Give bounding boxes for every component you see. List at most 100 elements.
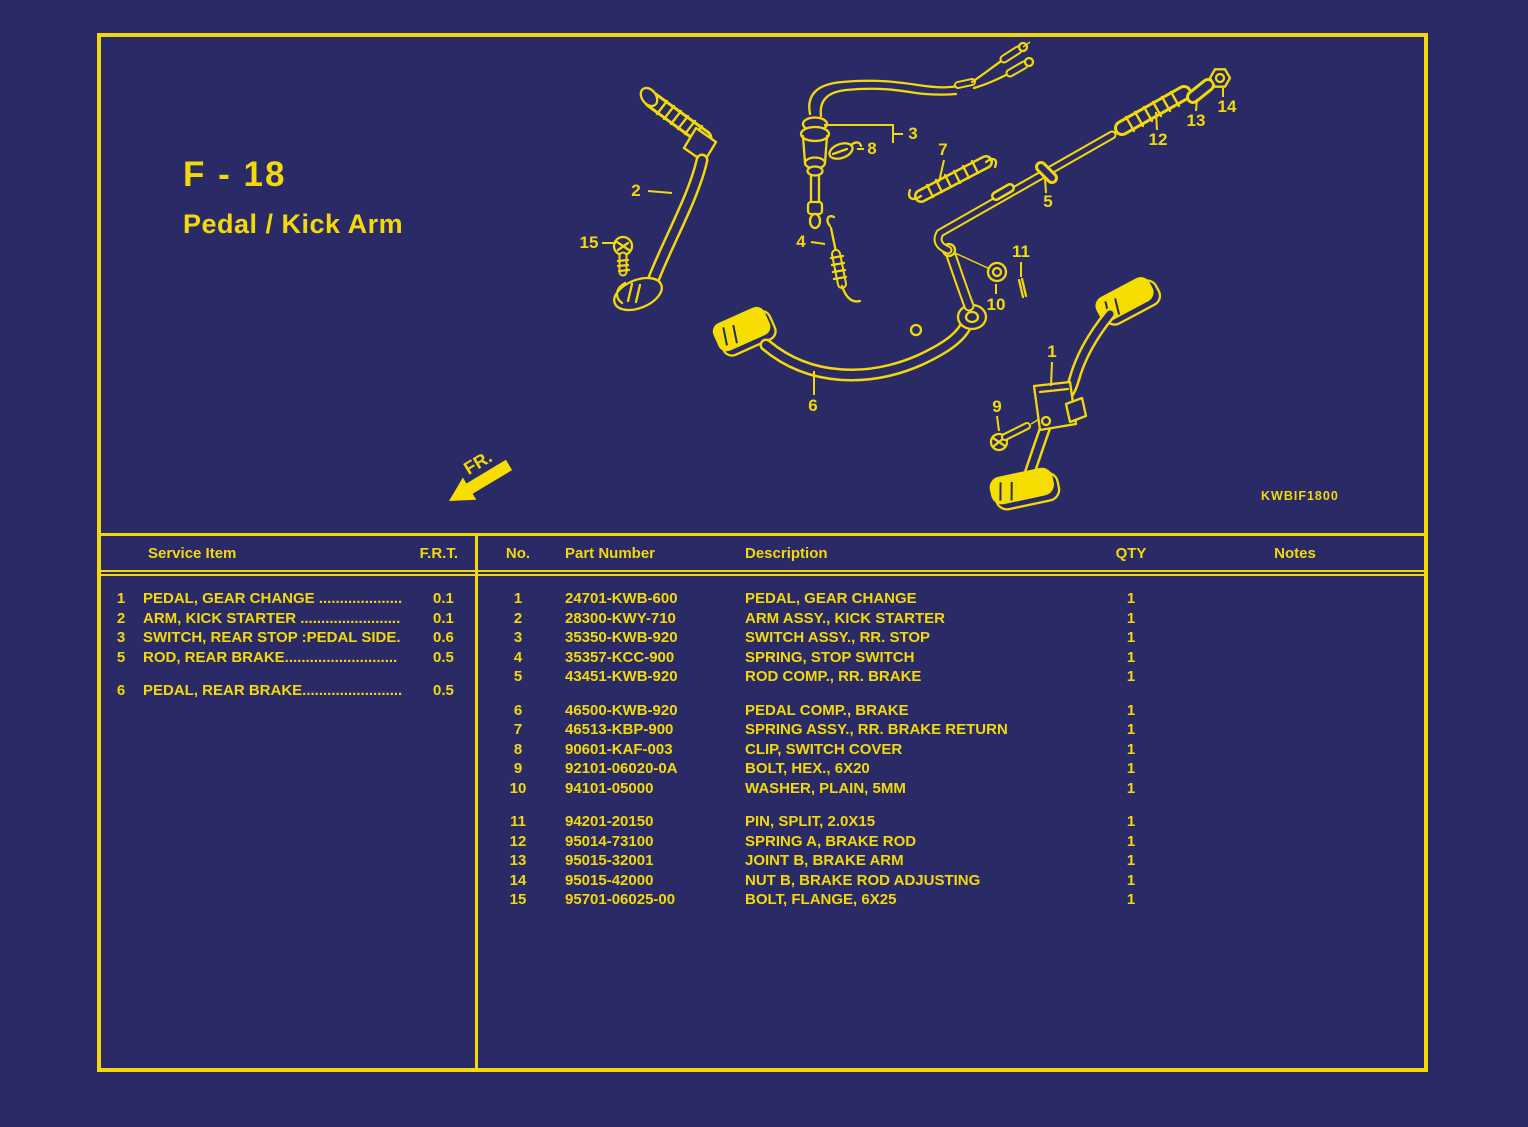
service-row-number: 3	[116, 629, 126, 646]
parts-row-qty: 1	[1126, 813, 1136, 830]
parts-row-part-number: 95701-06025-00	[565, 891, 676, 908]
parts-row-notes	[1187, 890, 1403, 910]
parts-row-number: 1	[513, 590, 523, 607]
part-callout-9: 9	[992, 397, 1002, 416]
parts-row-notes	[1187, 779, 1403, 799]
no-header: No.	[505, 544, 531, 562]
part-callout-10: 10	[986, 295, 1006, 314]
parts-row-qty: 1	[1126, 609, 1136, 627]
parts-row-description: CLIP, SWITCH COVER	[745, 740, 903, 758]
parts-row-part-number: 46513-KBP-900	[565, 721, 674, 738]
parts-row-notes	[1187, 740, 1403, 760]
parts-row-qty: 1	[1126, 648, 1136, 666]
parts-row-qty: 1	[1126, 871, 1136, 889]
parts-row-notes	[1187, 589, 1403, 609]
service-table-row: 2 ARM, KICK STARTER .....................…	[101, 609, 475, 629]
page-frame: F - 18 Pedal / Kick Arm KWBIF1800	[97, 33, 1428, 1072]
parts-row-part-number: 95015-42000	[565, 871, 654, 889]
parts-row-number: 5	[513, 668, 523, 685]
service-row-frt: 0.1	[433, 590, 454, 607]
parts-table-row: 15 95701-06025-00 BOLT, FLANGE, 6X25 1	[478, 890, 1424, 910]
parts-row-number: 8	[513, 740, 523, 758]
parts-row-part-number: 94101-05000	[565, 779, 654, 797]
service-row-item: ARM, KICK STARTER ......................…	[143, 609, 401, 627]
parts-row-qty: 1	[1126, 590, 1136, 607]
parts-row-description: JOINT B, BRAKE ARM	[745, 852, 904, 869]
service-item-header: Service Item	[148, 544, 237, 562]
part-callout-11: 11	[1012, 242, 1030, 261]
part-callout-6: 6	[808, 396, 818, 415]
parts-row-description: ROD COMP., RR. BRAKE	[745, 668, 922, 685]
parts-row-notes	[1187, 648, 1403, 668]
parts-row-qty: 1	[1126, 721, 1136, 738]
page-title: Pedal / Kick Arm	[183, 209, 404, 239]
parts-table-row: 14 95015-42000 NUT B, BRAKE ROD ADJUSTING 1	[478, 871, 1424, 891]
page-code: F - 18	[183, 155, 287, 194]
service-row-frt: 0.6	[433, 629, 454, 646]
parts-row-part-number: 24701-KWB-600	[565, 590, 678, 607]
title-block: F - 18 Pedal / Kick Arm	[183, 155, 403, 240]
parts-row-description: BOLT, FLANGE, 6X25	[745, 891, 897, 908]
part-callout-4: 4	[796, 232, 806, 251]
parts-row-number: 2	[513, 609, 523, 627]
service-row-item: ROD, REAR BRAKE.........................…	[143, 648, 398, 666]
parts-row-part-number: 95015-32001	[565, 852, 654, 869]
service-row-item: PEDAL, GEAR CHANGE ....................	[143, 590, 403, 607]
tables-section: Service Item F.R.T. No. Part Number Desc…	[101, 533, 1424, 1068]
parts-row-part-number: 43451-KWB-920	[565, 668, 678, 685]
parts-row-notes	[1187, 759, 1403, 779]
parts-row-part-number: 35350-KWB-920	[565, 629, 678, 646]
part-callout-3: 3	[908, 124, 918, 143]
parts-row-number: 4	[513, 648, 523, 666]
front-direction-arrow: FR.	[449, 447, 513, 501]
parts-row-qty: 1	[1126, 832, 1136, 850]
service-table-header: Service Item F.R.T.	[101, 536, 475, 576]
parts-row-qty: 1	[1126, 701, 1136, 719]
service-row-number: 1	[116, 590, 126, 607]
parts-row-qty: 1	[1126, 891, 1136, 908]
parts-table-header: No. Part Number Description QTY Notes	[478, 536, 1424, 576]
part-callout-15: 15	[579, 233, 599, 252]
qty-header: QTY	[1115, 544, 1147, 562]
parts-row-notes	[1187, 720, 1403, 740]
parts-row-number: 9	[513, 760, 523, 777]
parts-row-part-number: 92101-06020-0A	[565, 760, 678, 777]
part-number-header: Part Number	[565, 544, 656, 562]
parts-row-description: NUT B, BRAKE ROD ADJUSTING	[745, 871, 981, 889]
parts-row-number: 7	[513, 721, 523, 738]
service-table-rows: 1 PEDAL, GEAR CHANGE ....................…	[101, 589, 475, 701]
parts-row-number: 13	[509, 852, 527, 869]
part-callout-1: 1	[1047, 342, 1057, 361]
service-row-number: 6	[116, 682, 126, 699]
parts-row-number: 14	[509, 871, 527, 889]
frt-header: F.R.T.	[419, 544, 458, 562]
parts-row-notes	[1187, 871, 1403, 891]
part-callout-8: 8	[867, 139, 877, 158]
parts-row-notes	[1187, 609, 1403, 629]
diagram-ref-code: KWBIF1800	[1261, 489, 1339, 503]
service-row-frt: 0.5	[433, 648, 454, 666]
part-callout-14: 14	[1217, 97, 1237, 116]
parts-row-description: PIN, SPLIT, 2.0X15	[745, 813, 876, 830]
parts-row-number: 15	[509, 891, 527, 908]
parts-row-notes	[1187, 628, 1403, 648]
service-table-row: 1 PEDAL, GEAR CHANGE ....................…	[101, 589, 475, 609]
part-callout-12: 12	[1148, 130, 1168, 149]
table-divider	[475, 536, 478, 1068]
service-row-number: 2	[116, 609, 126, 627]
parts-row-part-number: 95014-73100	[565, 832, 654, 850]
parts-row-qty: 1	[1126, 668, 1136, 685]
parts-row-number: 6	[513, 701, 523, 719]
parts-row-notes	[1187, 851, 1403, 871]
